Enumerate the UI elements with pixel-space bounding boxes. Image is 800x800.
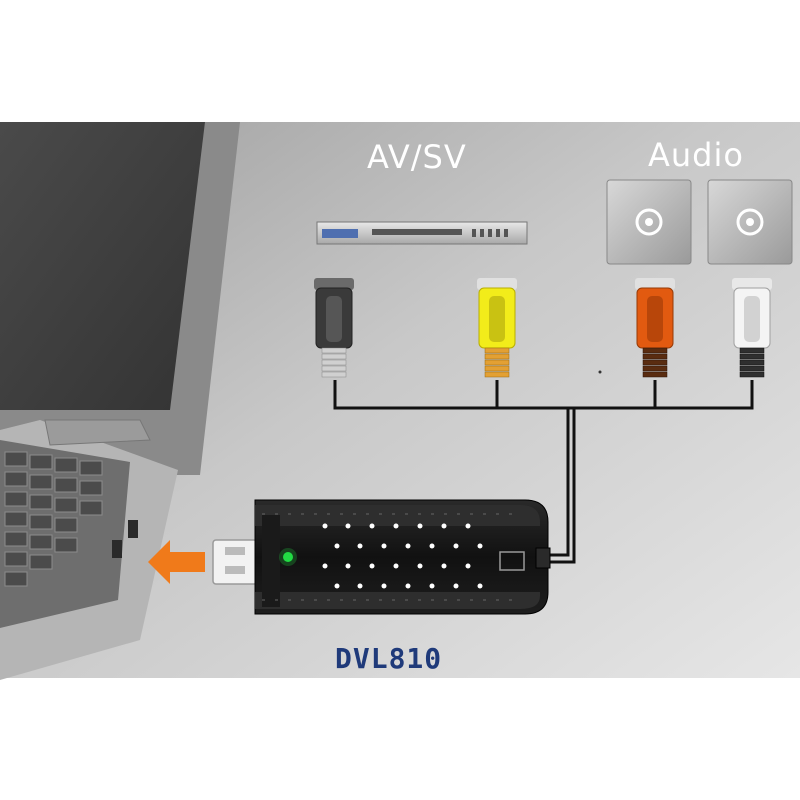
laptop-icon (0, 122, 240, 680)
usb-plug-icon (212, 539, 258, 585)
audio-label: Audio (648, 136, 744, 174)
rca-plug-icon (732, 278, 772, 378)
led-indicator-icon (283, 552, 293, 562)
svideo-plug-icon (314, 278, 354, 378)
model-label: DVL810 (335, 642, 442, 675)
cable-harness (333, 380, 754, 564)
audio-jack-icon (606, 179, 692, 265)
capture-stick (254, 499, 551, 615)
rca-plug-icon (477, 278, 517, 378)
av-sv-label: AV/SV (367, 138, 467, 176)
dvd-player-icon (316, 221, 528, 245)
speck (598, 370, 602, 374)
arrow-left-icon (148, 540, 205, 584)
audio-jack-icon (707, 179, 793, 265)
rca-plug-icon (635, 278, 675, 378)
